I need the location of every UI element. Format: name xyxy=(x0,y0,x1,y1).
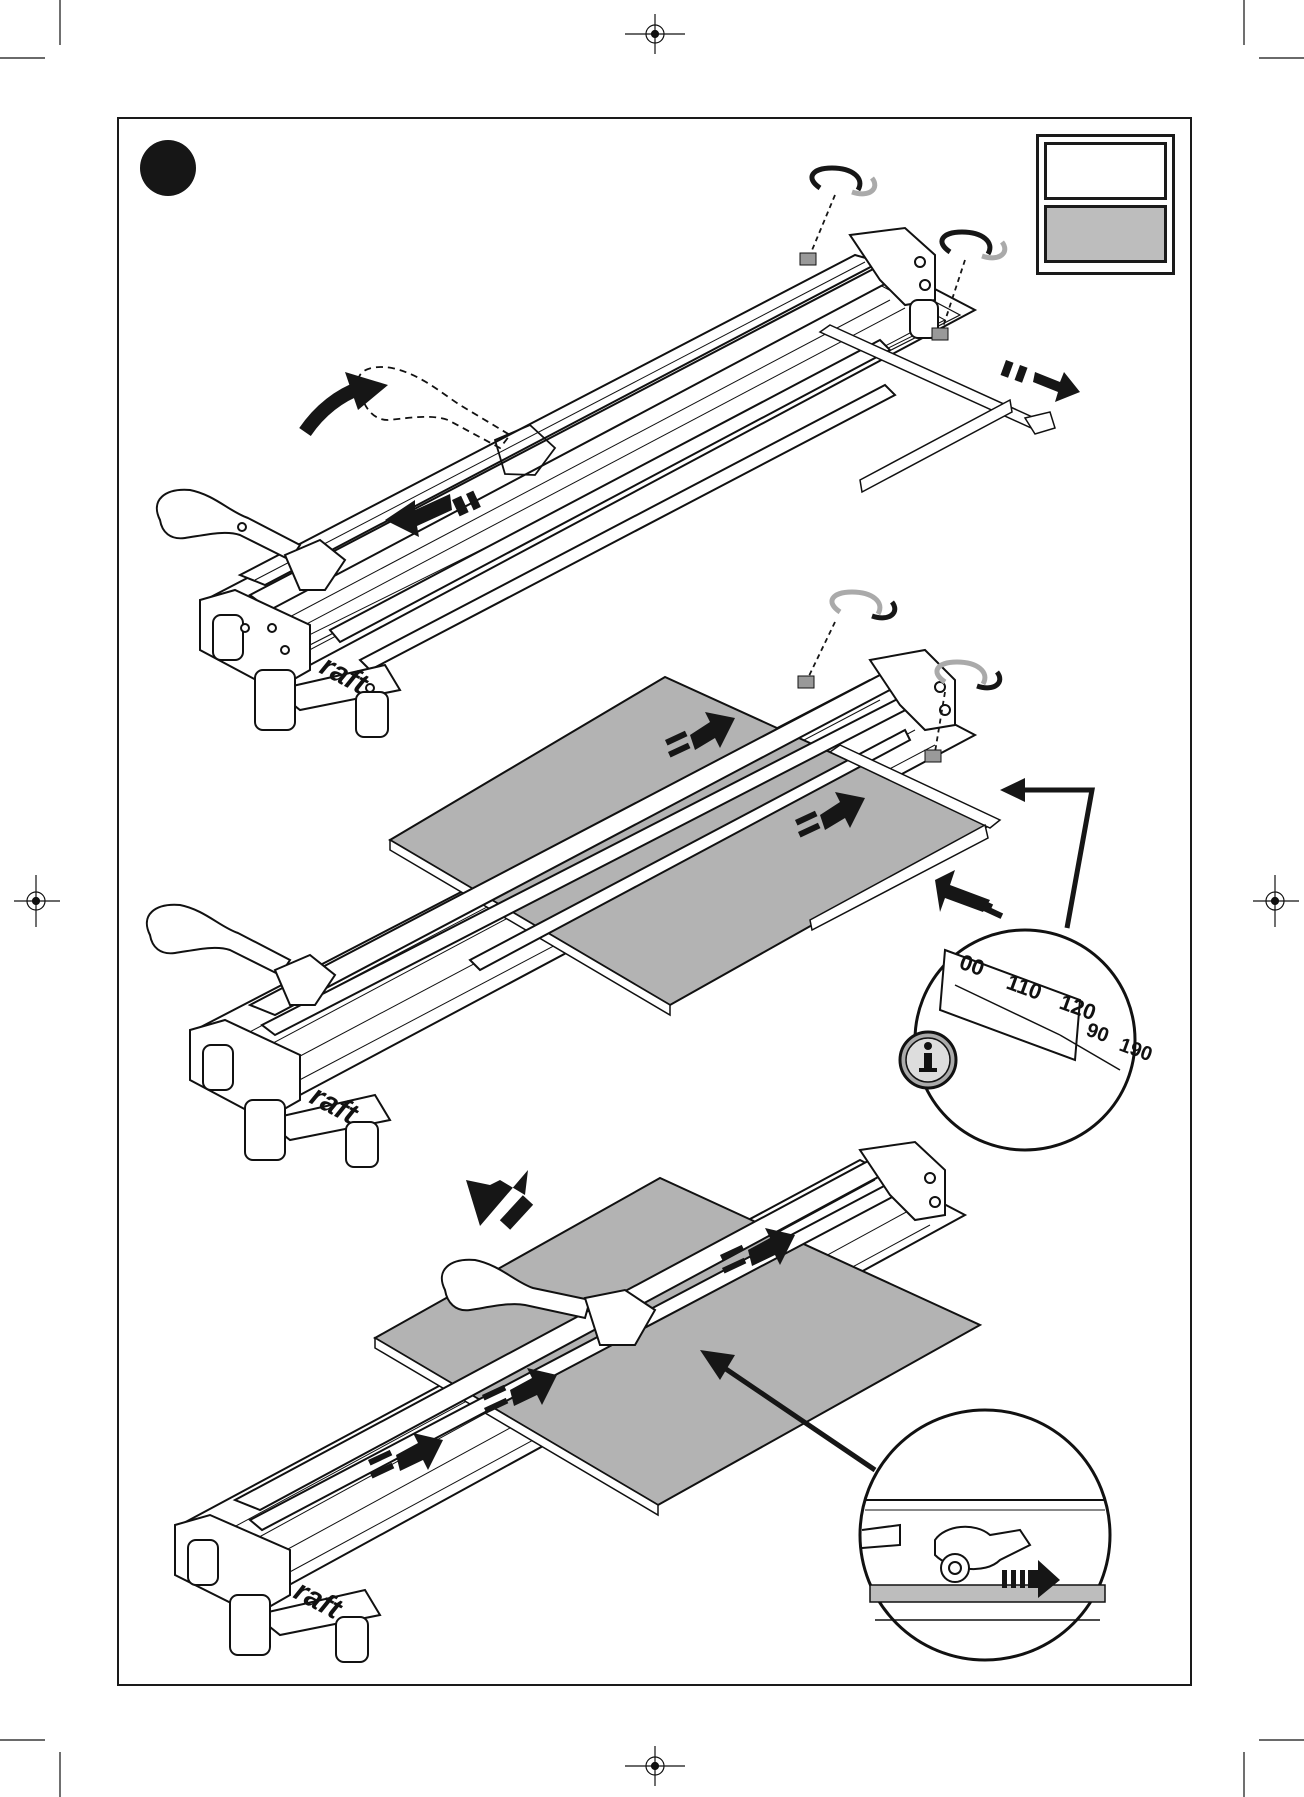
panel-score-tile: raft xyxy=(175,1142,1110,1662)
info-icon xyxy=(900,1032,956,1088)
cutter-handle-2 xyxy=(147,905,335,1005)
cutter-base xyxy=(205,255,975,670)
zoom-leader-arrow xyxy=(1015,790,1092,928)
lift-arrow xyxy=(305,388,360,432)
wheel-zoom-detail xyxy=(860,1410,1110,1660)
panel-prepare-cutter: raft xyxy=(157,168,1080,737)
push-arrow-scale xyxy=(935,870,1003,919)
panel-place-tile: raft xyxy=(147,592,1155,1167)
pull-out-arrow xyxy=(1001,360,1080,402)
scale-zoom-detail: 00 110 120 90 190 xyxy=(915,930,1155,1150)
